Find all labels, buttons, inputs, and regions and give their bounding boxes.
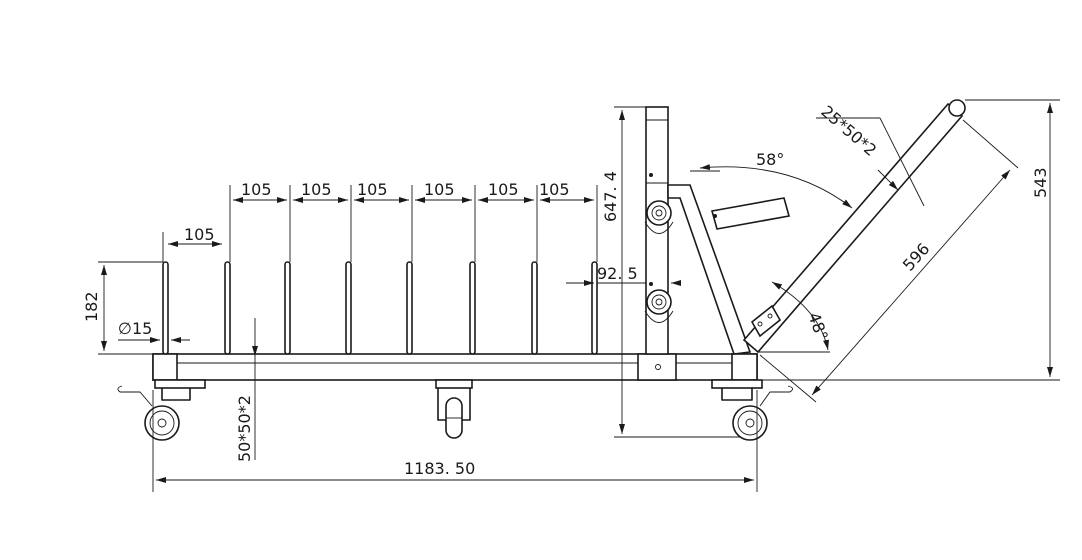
dim-label-handle-angle: 48° xyxy=(804,310,832,343)
dim-label-105-3: 105 xyxy=(357,180,388,199)
dim-label-105-2: 105 xyxy=(301,180,332,199)
dim-label-105-5: 105 xyxy=(488,180,519,199)
dim-label-diameter: ∅15 xyxy=(118,319,152,338)
dim-label-handle-length: 596 xyxy=(899,239,934,274)
dim-label-handle-tube: 25*50*2 xyxy=(817,102,880,160)
dim-label-upright-height: 647. 4 xyxy=(601,171,620,222)
dimension-lines xyxy=(98,99,1060,492)
dim-label-105-1: 105 xyxy=(241,180,272,199)
dim-label-105-6: 105 xyxy=(539,180,570,199)
dim-label-105-4: 105 xyxy=(424,180,455,199)
dim-label-upright-offset: 92. 5 xyxy=(597,264,638,283)
caster-left xyxy=(117,379,206,441)
plate-posts xyxy=(162,261,598,355)
dim-label-105-left: 105 xyxy=(184,225,215,244)
caster-right xyxy=(711,379,793,441)
base-frame xyxy=(152,353,758,381)
dim-label-182: 182 xyxy=(82,291,101,322)
dim-label-base-tube: 50*50*2 xyxy=(235,395,254,462)
dim-label-brace-angle: 58° xyxy=(756,150,784,169)
dim-label-total-length: 1183. 50 xyxy=(404,459,475,478)
caster-middle xyxy=(435,379,473,439)
dim-label-overall-height: 543 xyxy=(1031,167,1050,198)
upright-column xyxy=(644,106,674,355)
